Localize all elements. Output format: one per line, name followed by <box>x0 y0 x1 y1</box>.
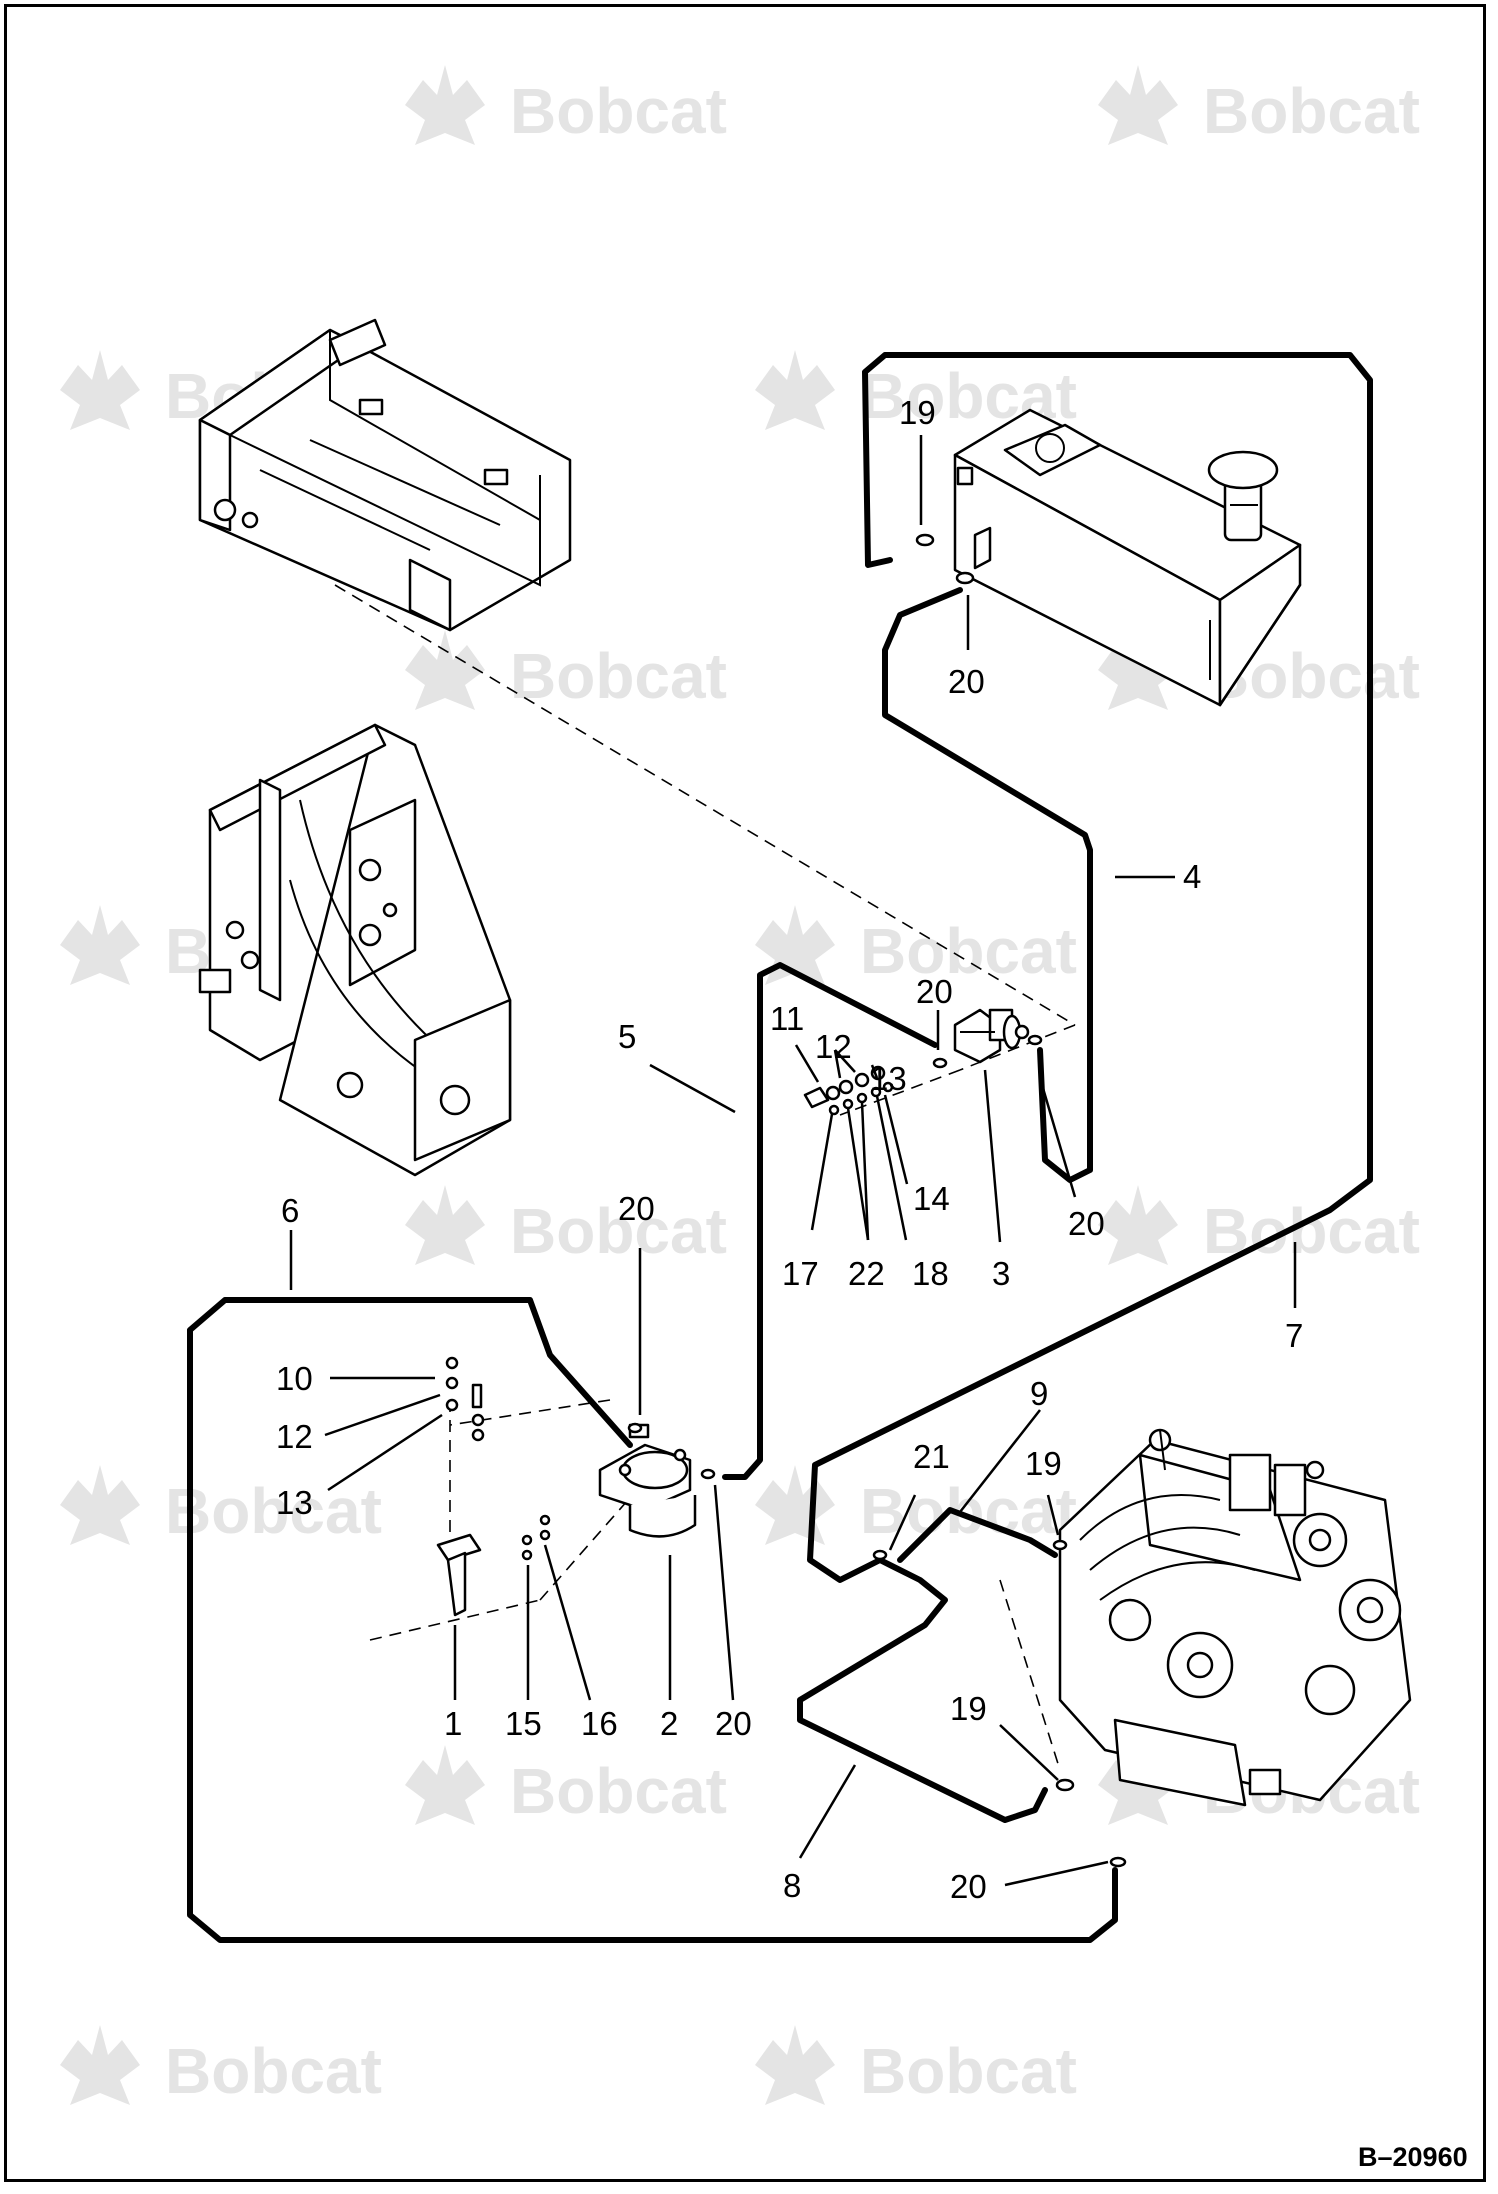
callout-21: 21 <box>913 1438 950 1475</box>
callout-20: 20 <box>950 1868 987 1905</box>
callout-12: 12 <box>815 1028 852 1065</box>
watermark-logo: Bobcat <box>60 2025 382 2107</box>
callout-15: 15 <box>505 1705 542 1742</box>
svg-text:Bobcat: Bobcat <box>510 1195 727 1267</box>
callout-11: 11 <box>770 1000 804 1037</box>
watermark-logo: Bobcat <box>60 1465 382 1547</box>
callout-leaders <box>289 435 1297 1887</box>
svg-text:Bobcat: Bobcat <box>165 2035 382 2107</box>
callout-12: 12 <box>276 1418 313 1455</box>
pump-hardware <box>803 1065 894 1116</box>
callout-3: 3 <box>992 1255 1010 1292</box>
svg-text:Bobcat: Bobcat <box>510 640 727 712</box>
fuel-tank <box>953 408 1302 707</box>
lower-frame-assembly <box>198 723 512 1177</box>
callout-13: 13 <box>870 1060 907 1097</box>
hose-fittings <box>627 533 1127 1868</box>
fuel-hoses <box>187 352 1373 1943</box>
callout-8: 8 <box>783 1867 801 1904</box>
callout-17: 17 <box>782 1255 819 1292</box>
callout-13: 13 <box>276 1484 313 1521</box>
svg-text:Bobcat: Bobcat <box>1203 75 1420 147</box>
callout-20: 20 <box>916 973 953 1010</box>
callout-6: 6 <box>281 1192 299 1229</box>
fuel-pump <box>953 1008 1030 1064</box>
callout-19: 19 <box>950 1690 987 1727</box>
upper-frame-assembly <box>198 318 572 632</box>
callout-16: 16 <box>581 1705 618 1742</box>
svg-text:Bobcat: Bobcat <box>860 2035 1077 2107</box>
callout-10: 10 <box>276 1360 313 1397</box>
callout-19: 19 <box>899 394 936 431</box>
drawing-reference-number: B–20960 <box>1358 2142 1468 2172</box>
watermark-layer: Bobcat Bobcat Bobcat Bobcat Bobcat Bobca… <box>60 65 1420 2107</box>
watermark-logo: Bobcat <box>755 2025 1077 2107</box>
callout-4: 4 <box>1183 858 1201 895</box>
callout-20: 20 <box>948 663 985 700</box>
watermark-logo: Bobcat <box>405 65 727 147</box>
fuel-filter <box>598 1423 697 1538</box>
engine <box>1058 1428 1412 1807</box>
watermark-logo: Bobcat <box>405 1745 727 1827</box>
watermark-logo: Bobcat <box>405 630 727 712</box>
callout-5: 5 <box>618 1018 636 1055</box>
callout-1: 1 <box>444 1705 462 1742</box>
watermark-logo: Bobcat <box>1098 1185 1420 1267</box>
callout-20: 20 <box>715 1705 752 1742</box>
callout-20: 20 <box>618 1190 655 1227</box>
callout-9: 9 <box>1030 1375 1048 1412</box>
svg-text:Bobcat: Bobcat <box>510 1755 727 1827</box>
watermark-logo: Bobcat <box>755 350 1077 432</box>
svg-text:Bobcat: Bobcat <box>860 1475 1077 1547</box>
svg-text:Bobcat: Bobcat <box>860 915 1077 987</box>
callout-7: 7 <box>1285 1317 1303 1354</box>
callout-20: 20 <box>1068 1205 1105 1242</box>
callout-labels: 19 20 4 5 20 11 12 13 14 17 22 18 3 20 6… <box>276 394 1303 1905</box>
callout-2: 2 <box>660 1705 678 1742</box>
svg-text:Bobcat: Bobcat <box>510 75 727 147</box>
svg-text:Bobcat: Bobcat <box>165 1475 382 1547</box>
callout-18: 18 <box>912 1255 949 1292</box>
callout-19: 19 <box>1025 1445 1062 1482</box>
filter-bracket <box>436 1356 551 1617</box>
watermark-logo: Bobcat <box>1098 65 1420 147</box>
callout-14: 14 <box>913 1180 950 1217</box>
drawing-frame <box>4 4 1486 2182</box>
assembly-dashed-lines <box>334 584 1076 1771</box>
callout-22: 22 <box>848 1255 885 1292</box>
watermark-logo: Bobcat <box>405 1185 727 1267</box>
